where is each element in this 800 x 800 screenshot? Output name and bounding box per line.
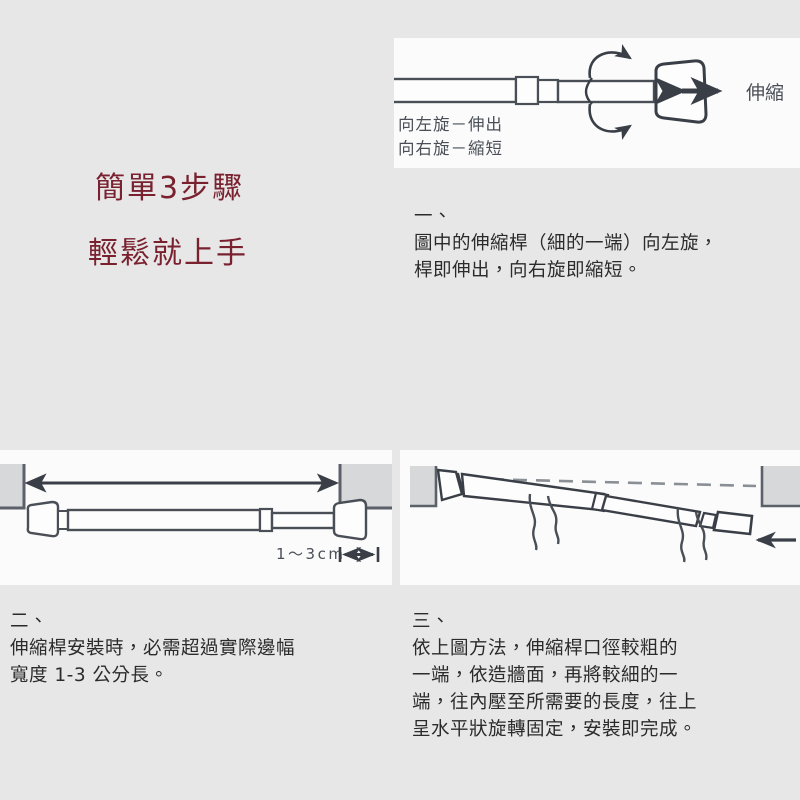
wall-edge-left [410, 466, 438, 508]
rod-collar-right [698, 511, 718, 530]
hand-right-icon [676, 507, 686, 563]
rod-coupling-ring [514, 75, 540, 106]
label-rotate-right: 向右旋－縮短 [398, 139, 503, 158]
label-rotate-left: 向左旋－伸出 [398, 115, 503, 134]
diagram-rod-span: 1～3cm [0, 450, 392, 585]
wall-edge-left [0, 464, 26, 510]
rod-end-cap-right [332, 498, 368, 541]
rotation-arrow-bottom-icon [588, 103, 632, 140]
hand-left-thumb-icon [546, 495, 560, 545]
title-block: 簡單3步驟 輕鬆就上手 [0, 0, 394, 430]
step-2-text: 伸縮桿安裝時，必需超過實際邊幅 寬度 1-3 公分長。 [10, 638, 296, 686]
rod-thin-shaft [270, 511, 336, 530]
diagram-rod-rotation: 伸縮 向左旋－伸出 向右旋－縮短 [394, 38, 800, 168]
wall-block-left [410, 466, 436, 506]
rod-coupling-ring [258, 507, 274, 533]
step-3-text: 依上圖方法，伸縮桿口徑較粗的 一端，依造牆面，再將較細的一 端，往內壓至所需要的… [412, 638, 698, 740]
rod-thick-shaft [66, 508, 262, 532]
rod-thin-shaft [394, 77, 518, 104]
rod-thin-shaft [600, 494, 702, 528]
rod-end-cap-right [712, 510, 754, 536]
step-1-number: 一、 [414, 206, 453, 227]
headline-primary: 簡單3步驟 [95, 171, 245, 206]
label-extend: 伸縮 [746, 82, 784, 104]
headline-secondary: 輕鬆就上手 [88, 236, 248, 271]
rod-collar [536, 78, 560, 104]
hand-right-thumb-icon [694, 511, 708, 561]
hand-left-icon [528, 493, 538, 551]
rotation-arrow-top-icon [588, 44, 632, 79]
rod-install-illustration [410, 466, 800, 563]
step-3-number: 三、 [412, 611, 451, 632]
rod-thick-shaft [460, 472, 606, 512]
rod-end-cap-left [26, 500, 60, 538]
step-2-number: 二、 [10, 611, 49, 632]
rod-end-cap-left [436, 468, 464, 502]
rotation-ellipse-icon [584, 77, 593, 105]
step-1-text: 圖中的伸縮桿（細的一端）向左旋， 桿即伸出，向右旋即縮短。 [414, 233, 719, 281]
rod-span-illustration: 1～3cm [0, 464, 392, 563]
label-overlap-measure: 1～3cm [276, 545, 345, 563]
wall-edge-right [760, 466, 800, 508]
rod-thick-shaft [556, 79, 656, 104]
wall-block-right [762, 466, 800, 506]
rod-rotation-illustration: 伸縮 向左旋－伸出 向右旋－縮短 [394, 44, 784, 158]
rod-collar-left [57, 510, 69, 530]
wall-block-left [0, 464, 24, 508]
diagram-rod-install [400, 450, 800, 585]
